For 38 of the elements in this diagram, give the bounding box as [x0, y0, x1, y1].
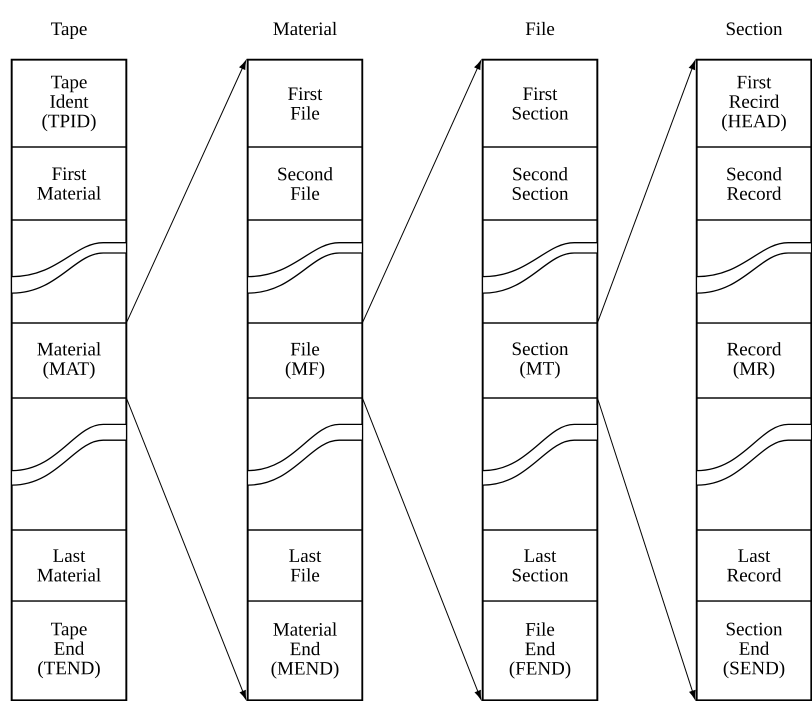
record-cell: File (MF) [247, 322, 363, 399]
torn-gap-drawing [696, 397, 812, 531]
record-cell: File End (FEND) [482, 600, 598, 701]
arrow [362, 398, 482, 700]
record-cell: Last Section [482, 529, 598, 602]
record-cell: First File [247, 59, 363, 148]
torn-gap-drawing [482, 397, 598, 531]
record-cell: Material (MAT) [11, 322, 127, 399]
record-cell: Last Record [696, 529, 812, 602]
record-cell: Tape End (TEND) [11, 600, 127, 701]
torn-gap-drawing [247, 219, 363, 324]
arrow [362, 60, 482, 323]
arrow [597, 398, 696, 700]
record-cell: First Recird (HEAD) [696, 59, 812, 148]
torn-gap-drawing [11, 219, 127, 324]
column-heading: Material [273, 22, 337, 36]
arrow [126, 60, 246, 323]
record-cell: Second Record [696, 146, 812, 221]
record-cell: Second Section [482, 146, 598, 221]
record-cell: First Section [482, 59, 598, 148]
record-cell: Last File [247, 529, 363, 602]
column-heading: Tape [51, 22, 87, 40]
column-heading: File [526, 22, 554, 36]
record-cell: Tape Ident (TPID) [11, 59, 127, 148]
torn-gap-drawing [696, 219, 812, 324]
record-cell: Record (MR) [696, 322, 812, 399]
record-cell: Section End (SEND) [696, 600, 812, 701]
record-cell: Section (MT) [482, 322, 598, 399]
column-heading: Section [726, 22, 782, 36]
arrow [597, 60, 696, 323]
torn-gap-drawing [247, 397, 363, 531]
arrow [126, 398, 246, 700]
record-cell: Second File [247, 146, 363, 221]
record-cell: Last Material [11, 529, 127, 602]
torn-gap-drawing [482, 219, 598, 324]
torn-gap-drawing [11, 397, 127, 531]
record-cell: Material End (MEND) [247, 600, 363, 701]
record-cell: First Material [11, 146, 127, 221]
